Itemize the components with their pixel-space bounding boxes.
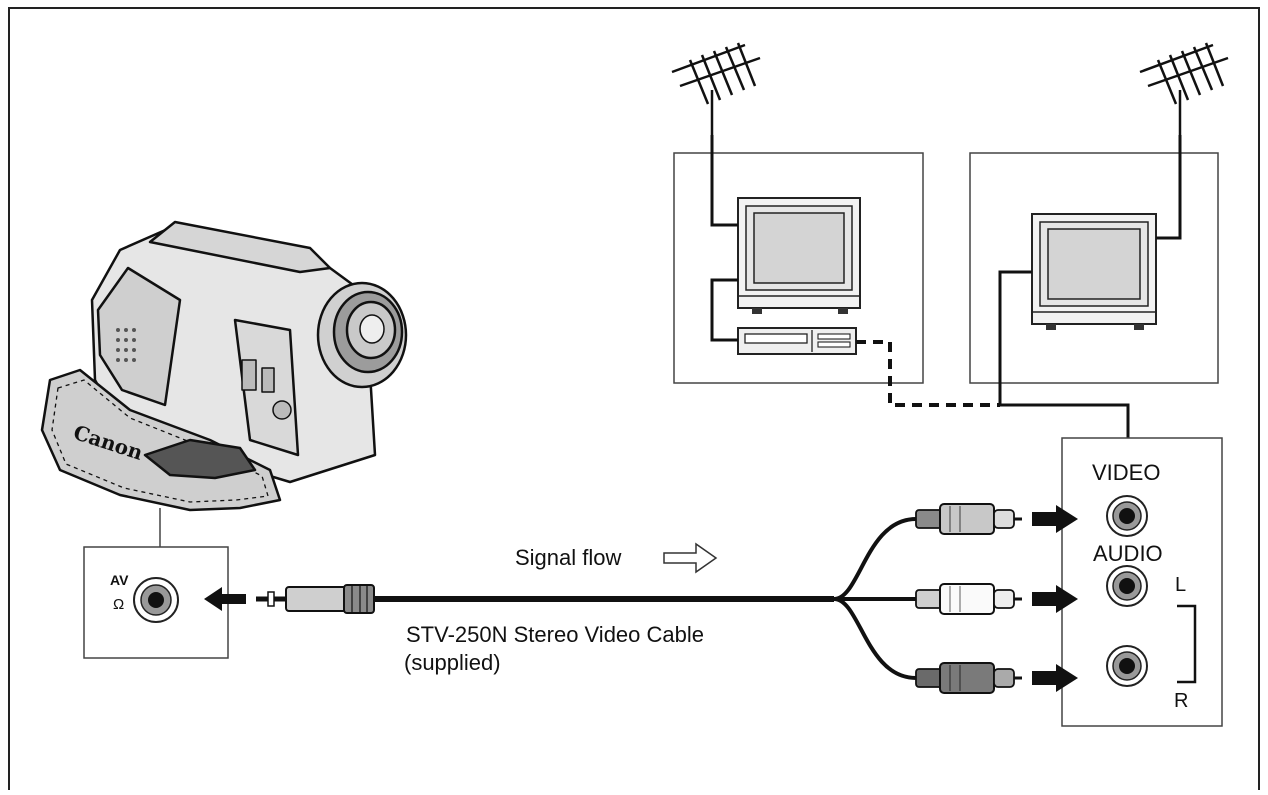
tv-icon xyxy=(737,197,861,314)
tv-input-panel xyxy=(1061,437,1223,727)
headphone-icon: Ω xyxy=(113,596,125,613)
dashed-cable xyxy=(856,340,1000,407)
signal-flow-arrow-icon xyxy=(663,542,718,574)
signal-flow-label: Signal flow xyxy=(515,545,622,570)
audio-bracket xyxy=(1177,604,1197,684)
cable-name-label: STV-250N Stereo Video Cable xyxy=(406,622,704,647)
jack-icon xyxy=(1106,645,1148,687)
stereo-video-cable xyxy=(204,517,917,680)
cable-note-label: (supplied) xyxy=(404,650,501,675)
audio-left-label: L xyxy=(1175,574,1187,596)
jack-icon xyxy=(1106,495,1148,537)
room-box-right xyxy=(969,152,1219,384)
camcorder-icon xyxy=(40,220,408,512)
antenna-icon xyxy=(671,42,761,135)
vcr-icon xyxy=(737,327,857,355)
outer-frame xyxy=(8,7,1260,795)
mini-plug-icon xyxy=(285,586,347,612)
rca-plug-icon xyxy=(915,662,1078,694)
jack-icon xyxy=(133,577,179,623)
room-wiring-left xyxy=(710,135,738,342)
video-input-label: VIDEO xyxy=(1092,460,1161,485)
jack-icon xyxy=(1106,565,1148,607)
audio-input-label: AUDIO xyxy=(1093,541,1163,566)
room-box-left xyxy=(673,152,924,384)
arrow-to-camera xyxy=(204,587,246,611)
rca-plug-icon xyxy=(915,503,1078,535)
room-wiring-right xyxy=(998,135,1182,438)
audio-right-label: R xyxy=(1174,690,1189,712)
av-jack-label: AV xyxy=(110,572,129,588)
rca-plug-icon xyxy=(915,583,1078,615)
tv-icon xyxy=(1031,213,1157,330)
antenna-icon xyxy=(1139,42,1229,135)
